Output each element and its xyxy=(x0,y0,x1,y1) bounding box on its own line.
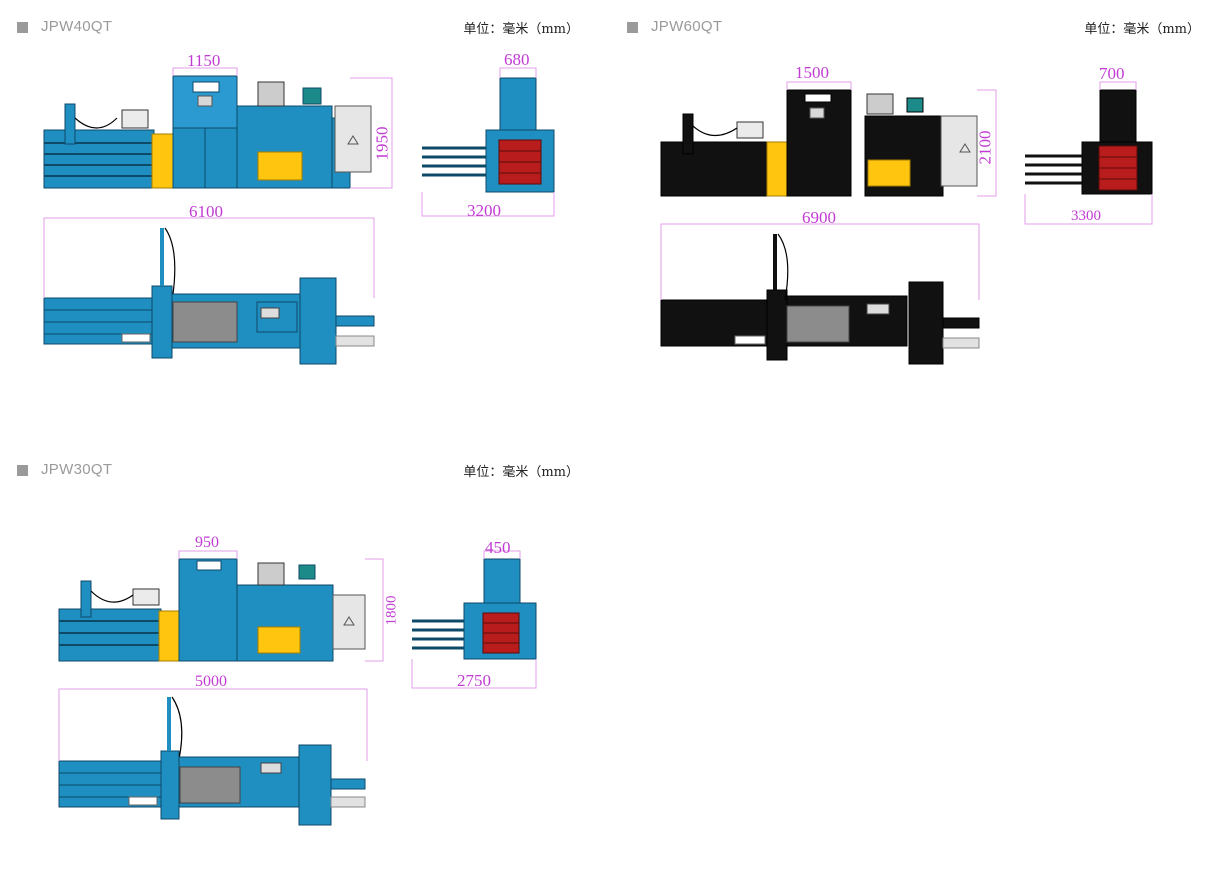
dim-height: 1800 xyxy=(383,595,400,626)
dim-height: 1950 xyxy=(372,126,392,161)
panel-header: JPW60QT 单位：毫米（mm） xyxy=(627,18,1210,38)
bullet-square-icon xyxy=(17,465,28,476)
panel-header: JPW40QT 单位：毫米（mm） xyxy=(17,18,607,38)
front-view xyxy=(43,75,372,189)
model-name: JPW40QT xyxy=(41,18,113,35)
dim-height: 2100 xyxy=(975,130,995,165)
baler-drawing xyxy=(43,67,555,365)
side-view xyxy=(412,558,537,660)
baler-drawing xyxy=(58,550,537,826)
panel-jpw60qt: JPW60QT 单位：毫米（mm） xyxy=(627,18,1210,438)
front-view xyxy=(58,558,366,662)
top-view xyxy=(43,227,375,365)
panel-jpw30qt: JPW30QT 单位：毫米（mm） xyxy=(17,461,607,881)
bullet-square-icon xyxy=(17,22,28,33)
front-view xyxy=(660,89,978,197)
baler-drawing xyxy=(660,81,1153,365)
unit-label: 单位：毫米（mm） xyxy=(463,22,579,37)
dim-side-width: 3200 xyxy=(467,201,501,220)
panel-header: JPW30QT 单位：毫米（mm） xyxy=(17,461,607,481)
side-view xyxy=(422,77,555,193)
dim-length: 6900 xyxy=(802,208,836,227)
dimension-lines xyxy=(660,81,1153,300)
dimension-lines xyxy=(43,67,555,298)
bullet-square-icon xyxy=(627,22,638,33)
top-view xyxy=(58,696,366,826)
unit-label: 单位：毫米（mm） xyxy=(1084,22,1200,37)
dim-top-width: 950 xyxy=(195,534,219,551)
dim-side-top: 700 xyxy=(1099,64,1125,83)
model-name: JPW60QT xyxy=(651,18,723,35)
side-view xyxy=(1025,89,1153,195)
dim-side-top: 450 xyxy=(485,538,511,557)
dim-side-top: 680 xyxy=(504,50,530,69)
unit-label: 单位：毫米（mm） xyxy=(463,465,579,480)
dim-side-width: 3300 xyxy=(1071,208,1101,224)
dim-length: 6100 xyxy=(189,202,223,221)
top-view xyxy=(660,233,980,365)
panel-jpw40qt: JPW40QT 单位：毫米（mm） xyxy=(17,18,607,438)
dim-length: 5000 xyxy=(195,673,227,690)
dim-top-width: 1500 xyxy=(795,63,829,82)
model-name: JPW30QT xyxy=(41,461,113,478)
dimension-lines xyxy=(58,550,537,761)
dim-side-width: 2750 xyxy=(457,671,491,690)
dim-top-width: 1150 xyxy=(187,51,221,70)
